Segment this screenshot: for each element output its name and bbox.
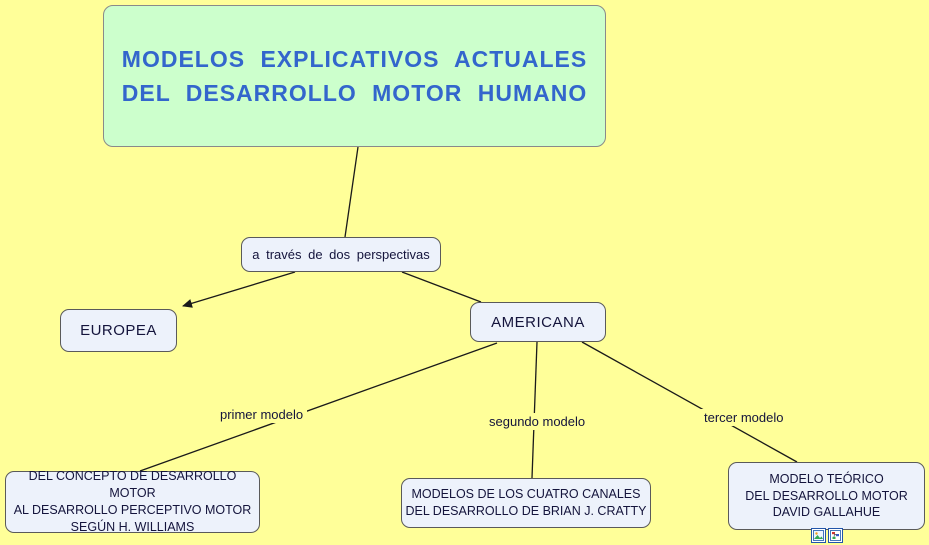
link-label-primer-modelo[interactable]: primer modelo <box>216 406 308 423</box>
node-cratty[interactable]: MODELOS DE LOS CUATRO CANALES DEL DESARR… <box>401 478 651 528</box>
node-americana[interactable]: AMERICANA <box>470 302 606 342</box>
node-europea[interactable]: EUROPEA <box>60 309 177 352</box>
node-perspectives-label: a través de dos perspectivas <box>252 247 430 262</box>
image-resource-icon[interactable] <box>811 528 826 543</box>
corner-resource-icons <box>811 528 843 543</box>
node-williams-line3: SEGÚN H. WILLIAMS <box>70 519 195 534</box>
line-perspectives-americana <box>401 271 482 303</box>
node-williams-line2: AL DESARROLLO PERCEPTIVO MOTOR <box>13 503 252 517</box>
line-title-perspectives <box>344 146 359 238</box>
node-gallahue-line2: DEL DESARROLLO MOTOR <box>745 488 908 503</box>
line-americana-gallahue <box>581 341 798 463</box>
node-title-line1: MODELOS EXPLICATIVOS ACTUALES <box>121 45 588 72</box>
line-americana-williams <box>139 342 498 472</box>
cmap-resource-icon[interactable] <box>828 528 843 543</box>
node-europea-label: EUROPEA <box>80 322 157 339</box>
node-perspectives[interactable]: a través de dos perspectivas <box>241 237 441 272</box>
node-williams-line1: DEL CONCEPTO DE DESARROLLO MOTOR <box>28 469 237 501</box>
link-label-segundo-modelo[interactable]: segundo modelo <box>485 413 590 430</box>
node-americana-label: AMERICANA <box>491 313 585 331</box>
node-gallahue-line1: MODELO TEÓRICO <box>769 471 884 486</box>
node-cratty-line1: MODELOS DE LOS CUATRO CANALES <box>411 487 641 502</box>
node-gallahue-line3: DAVID GALLAHUE <box>772 505 881 520</box>
line-perspectives-europea <box>182 271 296 308</box>
node-williams[interactable]: DEL CONCEPTO DE DESARROLLO MOTOR AL DESA… <box>5 469 260 534</box>
node-title[interactable]: MODELOS EXPLICATIVOS ACTUALES DEL DESARR… <box>103 5 606 147</box>
line-americana-cratty <box>531 341 538 479</box>
node-cratty-line2: DEL DESARROLLO DE BRIAN J. CRATTY <box>405 504 647 518</box>
link-label-tercer-modelo[interactable]: tercer modelo <box>700 409 788 426</box>
node-title-line2: DEL DESARROLLO MOTOR HUMANO <box>121 80 588 106</box>
node-gallahue[interactable]: MODELO TEÓRICO DEL DESARROLLO MOTOR DAVI… <box>728 462 925 530</box>
